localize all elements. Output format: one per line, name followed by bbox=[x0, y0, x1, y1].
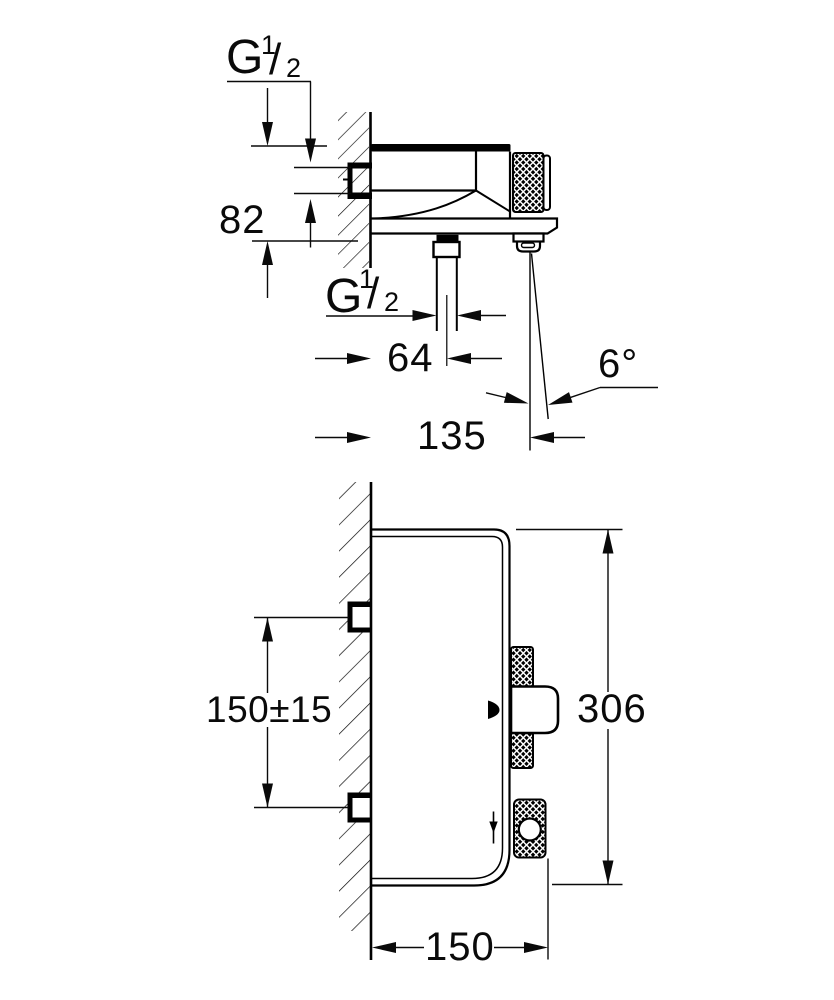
thread-inlet-label-num: 1 bbox=[261, 30, 277, 60]
mounting-connections bbox=[347, 601, 372, 823]
faucet-body-top-view bbox=[371, 528, 511, 887]
dim-306-label: 306 bbox=[577, 687, 647, 731]
side-view-dimensions bbox=[227, 80, 658, 439]
faucet-body-side bbox=[371, 144, 512, 220]
thread-inlet-label-g: G bbox=[226, 31, 264, 84]
knurled-knob-side bbox=[512, 152, 551, 213]
shower-outlet-pipe bbox=[432, 234, 461, 366]
thread-inlet-label-den: 2 bbox=[286, 53, 302, 83]
top-view-dimensions bbox=[254, 528, 623, 960]
temperature-grip-strip bbox=[509, 646, 560, 769]
side-view-drawing bbox=[227, 80, 658, 451]
top-view-arrowheads bbox=[262, 529, 614, 953]
dim-64-label: 64 bbox=[387, 336, 434, 380]
side-view-arrowheads bbox=[262, 122, 573, 443]
spout-nozzle bbox=[512, 232, 545, 253]
thread-outlet-label-slash: / bbox=[367, 269, 380, 318]
thread-inlet-label-slash: / bbox=[269, 35, 282, 84]
thread-outlet-label-num: 1 bbox=[359, 264, 375, 294]
wall-hatch-top-view bbox=[339, 482, 371, 931]
dim-150-label: 150 bbox=[425, 925, 495, 969]
top-view-drawing bbox=[254, 482, 623, 960]
shelf-ledge bbox=[371, 217, 559, 235]
knurled-knob-top-view bbox=[513, 798, 547, 859]
handle-top-view bbox=[509, 685, 560, 735]
body-top-edge bbox=[371, 144, 511, 152]
inlet-connection bbox=[343, 162, 372, 199]
indicator-mark bbox=[489, 811, 498, 844]
thread-outlet-label-den: 2 bbox=[384, 287, 400, 317]
angle-6-label: 6° bbox=[598, 342, 639, 386]
dim-150-15-label: 150±15 bbox=[206, 689, 333, 730]
spray-angle-lines bbox=[529, 252, 549, 451]
thread-outlet-label-g: G bbox=[325, 270, 363, 323]
button-mark bbox=[488, 700, 500, 719]
dim-135-label: 135 bbox=[417, 414, 487, 458]
dim-82-label: 82 bbox=[219, 198, 266, 242]
wall-hatch-side bbox=[338, 112, 369, 268]
